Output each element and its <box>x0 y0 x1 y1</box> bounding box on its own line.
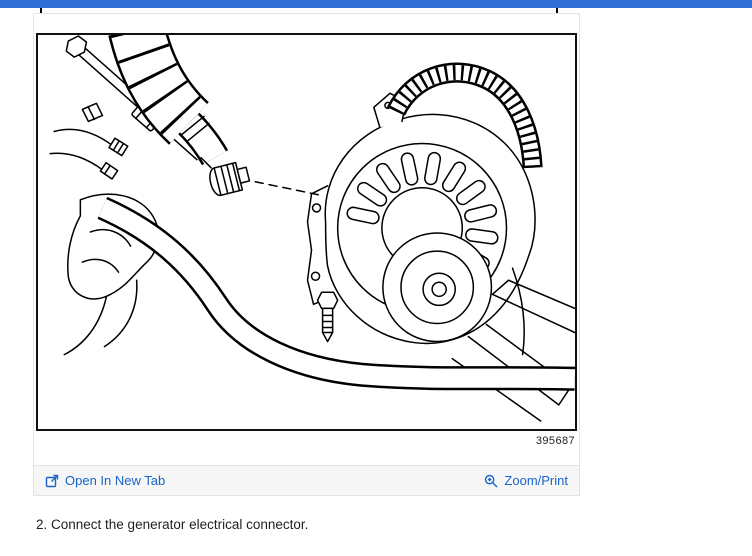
figure-card: 395687 Open In New Tab <box>33 13 580 496</box>
diagram-frame <box>36 33 577 431</box>
figure-toolbar: Open In New Tab Zoom/Print <box>34 465 579 495</box>
open-in-new-tab-icon <box>45 474 59 488</box>
zoom-magnifier-icon <box>484 474 498 488</box>
previous-figure-border-remnant <box>40 8 42 14</box>
previous-figure-border-remnant <box>556 8 558 14</box>
open-in-new-tab-label: Open In New Tab <box>65 473 166 488</box>
top-blue-bar <box>0 0 752 8</box>
figure-image-area: 395687 <box>34 33 579 465</box>
open-in-new-tab-link[interactable]: Open In New Tab <box>45 473 165 488</box>
step-caption: 2. Connect the generator electrical conn… <box>36 517 309 532</box>
figure-ref-number: 395687 <box>535 435 575 447</box>
zoom-print-label: Zoom/Print <box>504 473 568 488</box>
zoom-print-link[interactable]: Zoom/Print <box>484 473 568 488</box>
generator-diagram <box>49 35 575 422</box>
